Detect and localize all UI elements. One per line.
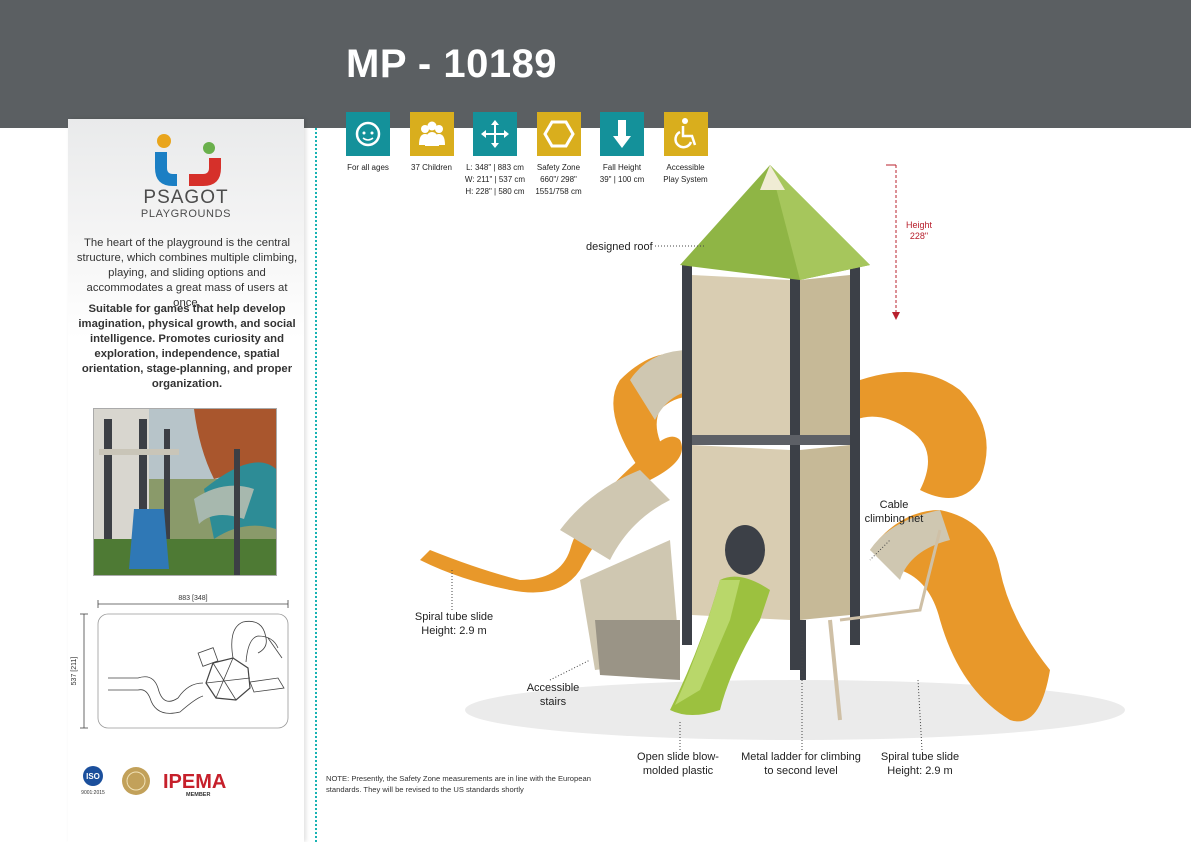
net-callout: Cable climbing net	[860, 498, 928, 526]
intro-text: The heart of the playground is the centr…	[76, 237, 298, 309]
benefits-text: Suitable for games that help develop ima…	[78, 303, 296, 390]
iso-label: ISO	[86, 772, 100, 781]
slide-right-callout-line1: Spiral tube slide	[880, 751, 960, 763]
safety-note: NOTE: Presently, the Safety Zone measure…	[326, 774, 591, 794]
spec-label-line: Safety Zone	[536, 163, 581, 172]
spec-label-line: Accessible	[666, 163, 705, 172]
dimensions-arrows-icon	[473, 112, 517, 156]
height-label-line: Height	[905, 220, 932, 230]
spec-label-line: 660"/ 298"	[540, 175, 577, 184]
height-label: Height 228"	[894, 220, 944, 242]
spec-label: Fall Height 39" | 100 cm	[590, 162, 654, 186]
iso-badge: ISO 9001:2015	[81, 766, 105, 796]
spec-label-line: Fall Height	[602, 163, 642, 172]
product-photo	[93, 408, 277, 576]
brand-subtitle: PLAYGROUNDS	[140, 208, 232, 220]
slide-left-callout-line2: Height: 2.9 m	[421, 625, 487, 637]
spec-label-line: L: 348" | 883 cm	[466, 163, 524, 172]
slide-right-callout: Spiral tube slide Height: 2.9 m	[872, 750, 968, 778]
stairs-callout: Accessible stairs	[516, 681, 590, 709]
certifications: ISO 9001:2015 IPEMA MEMBER	[81, 766, 226, 798]
quality-seal-icon	[122, 767, 150, 795]
ipema-sub-label: MEMBER	[186, 792, 210, 798]
stairs-callout-line2: stairs	[539, 696, 567, 708]
spec-label-line: 37 Children	[411, 163, 452, 172]
spec-label-line: H: 228" | 580 cm	[465, 187, 525, 196]
roof-callout: designed roof	[586, 241, 653, 253]
open-slide-callout-line2: molded plastic	[642, 765, 714, 777]
plan-width-label: 883 [348]	[178, 595, 207, 602]
spec-label: Safety Zone 660"/ 298" 1551/758 cm	[527, 162, 591, 198]
height-value: 228"	[909, 231, 929, 241]
plan-depth-label: 537 [211]	[71, 657, 78, 686]
spec-label-line: 39" | 100 cm	[599, 175, 645, 184]
ipema-badge: IPEMA MEMBER	[163, 771, 226, 798]
brand-name: PSAGOT	[143, 187, 229, 208]
roof-leader	[655, 245, 705, 247]
net-callout-line2: climbing net	[864, 513, 924, 525]
spec-label-line: 1551/758 cm	[535, 187, 582, 196]
header-bar	[0, 0, 1191, 128]
playground-rendering	[420, 165, 1125, 740]
spec-label-line: Play System	[663, 175, 708, 184]
spec-label: L: 348" | 883 cm W: 211" | 537 cm H: 228" …	[463, 162, 527, 198]
spec-label: For all ages	[336, 162, 400, 174]
ladder-callout: Metal ladder for climbing to second leve…	[736, 750, 866, 778]
slide-left-callout-line1: Spiral tube slide	[414, 611, 494, 623]
spec-label-line: W: 211" | 537 cm	[464, 175, 526, 184]
slide-right-callout-line2: Height: 2.9 m	[887, 765, 953, 777]
open-slide-callout-line1: Open slide blow-	[637, 751, 719, 763]
ipema-label: IPEMA	[163, 771, 226, 793]
iso-sub-label: 9001:2015	[81, 790, 105, 796]
stairs-callout-line1: Accessible	[526, 682, 580, 694]
safety-hexagon-icon	[536, 112, 581, 156]
wheelchair-icon	[663, 112, 708, 156]
net-callout-line1: Cable	[879, 499, 909, 511]
open-slide-callout: Open slide blow- molded plastic	[630, 750, 726, 778]
psagot-logo-icon	[155, 134, 221, 186]
spec-label: 37 Children	[400, 162, 464, 174]
spec-label-line: For all ages	[347, 163, 389, 172]
height-arrow	[886, 164, 900, 320]
slide-left-callout: Spiral tube slide Height: 2.9 m	[406, 610, 502, 638]
child-face-icon	[346, 112, 390, 156]
down-arrow-icon	[600, 112, 644, 156]
children-group-icon	[409, 112, 454, 156]
callout-leaders	[451, 540, 923, 750]
page-title: MP - 10189	[346, 42, 558, 86]
divider	[315, 128, 317, 842]
plan-drawing: 883 [348] 537 [211]	[71, 595, 289, 729]
ladder-callout-line1: Metal ladder for climbing	[741, 751, 861, 763]
ladder-callout-line2: to second level	[764, 765, 838, 777]
